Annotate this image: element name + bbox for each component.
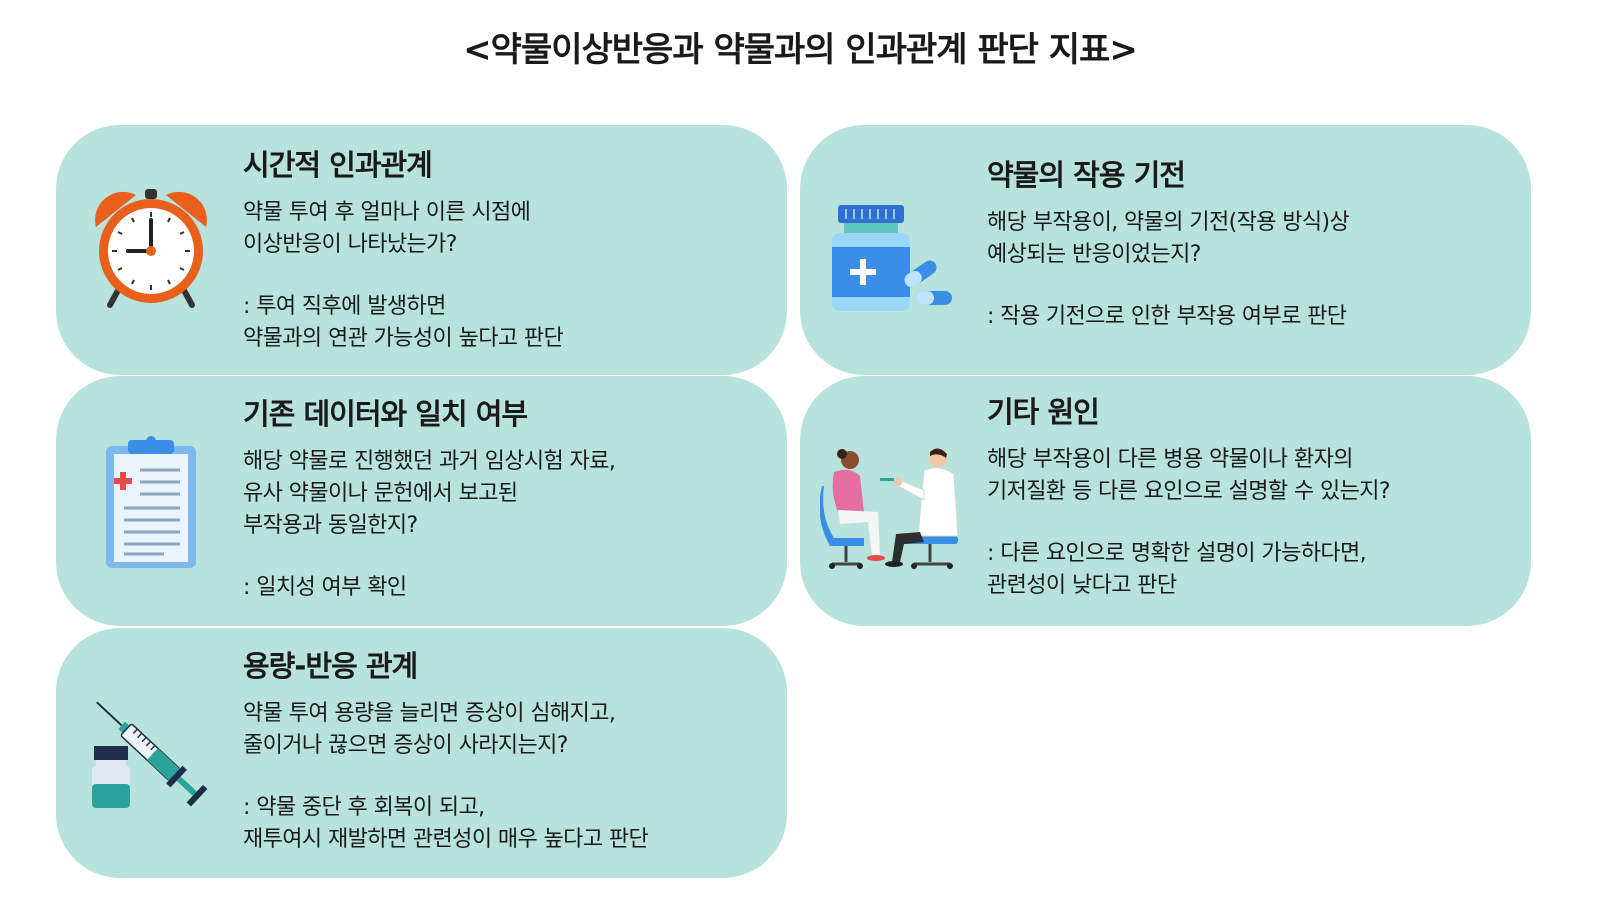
- card-heading: 기존 데이터와 일치 여부: [243, 397, 528, 431]
- card-heading: 약물의 작용 기전: [987, 158, 1186, 192]
- card-drug-mechanism: 약물의 작용 기전 해당 부작용이, 약물의 기전(작용 방식)상 예상되는 반…: [800, 125, 1531, 375]
- card-heading: 용량-반응 관계: [243, 649, 418, 683]
- card-description: 해당 부작용이, 약물의 기전(작용 방식)상 예상되는 반응이었는지?: [987, 210, 1350, 267]
- card-description: 해당 부작용이 다른 병용 약물이나 환자의 기저질환 등 다른 요인으로 설명…: [987, 447, 1391, 504]
- card-note: : 일치성 여부 확인: [243, 575, 407, 600]
- card-other-causes: 기타 원인 해당 부작용이 다른 병용 약물이나 환자의 기저질환 등 다른 요…: [800, 376, 1531, 626]
- card-description: 약물 투여 용량을 늘리면 증상이 심해지고, 줄이거나 끊으면 증상이 사라지…: [243, 701, 616, 758]
- doctor-consultation-icon: [819, 446, 966, 576]
- alarm-clock-icon: [88, 187, 214, 315]
- card-note: : 투여 직후에 발생하면 약물과의 연관 가능성이 높다고 판단: [243, 294, 564, 351]
- card-note: : 약물 중단 후 회복이 되고, 재투여시 재발하면 관련성이 매우 높다고 …: [243, 795, 649, 852]
- syringe-vial-icon: [88, 690, 218, 814]
- medicine-bottle-icon: [830, 205, 956, 317]
- card-existing-data-consistency: 기존 데이터와 일치 여부 해당 약물로 진행했던 과거 임상시험 자료, 유사…: [56, 376, 787, 626]
- card-description: 약물 투여 후 얼마나 이른 시점에 이상반응이 나타났는가?: [243, 200, 531, 257]
- card-description: 해당 약물로 진행했던 과거 임상시험 자료, 유사 약물이나 문헌에서 보고된…: [243, 449, 616, 538]
- card-note: : 다른 요인으로 명확한 설명이 가능하다면, 관련성이 낮다고 판단: [987, 541, 1367, 598]
- card-heading: 기타 원인: [987, 395, 1100, 429]
- card-note: : 작용 기전으로 인한 부작용 여부로 판단: [987, 304, 1347, 329]
- card-dose-response: 용량-반응 관계 약물 투여 용량을 늘리면 증상이 심해지고, 줄이거나 끊으…: [56, 628, 787, 878]
- clipboard-icon: [106, 436, 198, 574]
- page-title: <약물이상반응과 약물과의 인과관계 판단 지표>: [463, 30, 1138, 70]
- card-temporal-relationship: 시간적 인과관계 약물 투여 후 얼마나 이른 시점에 이상반응이 나타났는가?…: [56, 125, 787, 375]
- card-heading: 시간적 인과관계: [243, 148, 433, 182]
